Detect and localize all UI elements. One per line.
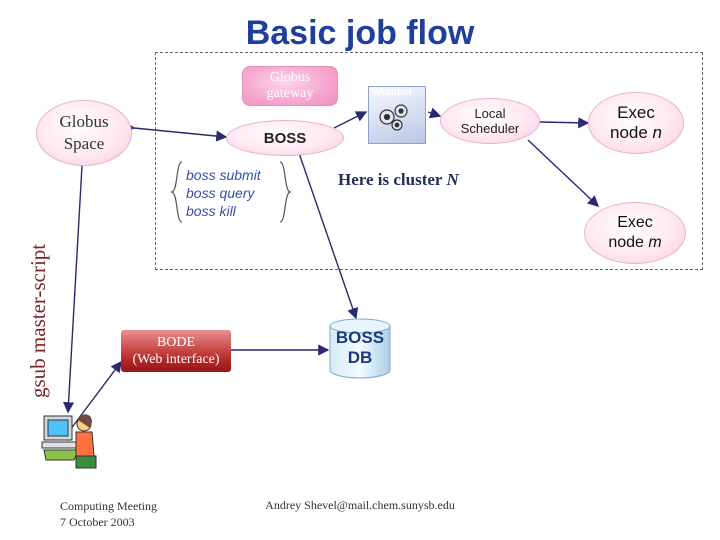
footer-meeting-date: 7 October 2003 <box>60 515 135 529</box>
left-brace <box>170 161 183 223</box>
exec-m-prefix: node <box>608 234 649 251</box>
boss-label: BOSS <box>263 129 307 147</box>
cluster-boundary <box>155 52 703 270</box>
arrow-boss-to-wrapper <box>333 111 368 129</box>
boss-db-line1: BOSS <box>335 328 385 347</box>
wrapper-node <box>368 86 426 144</box>
bode-node: BODE (Web interface) <box>121 330 231 372</box>
globus-gateway-line1: Globus <box>269 70 311 85</box>
exec-n-line1: Exec <box>617 103 655 122</box>
exec-n-prefix: node <box>609 123 653 142</box>
arrow-scheduler-to-exec-n <box>539 117 590 129</box>
command-submit: boss submit <box>186 167 261 183</box>
exec-m-var: m <box>648 234 662 251</box>
arrow-globus-space-to-user <box>62 155 89 414</box>
local-scheduler-line1: Local <box>474 106 506 121</box>
arrow-boss-to-bossdb <box>291 144 359 320</box>
footer-meeting-name: Computing Meeting <box>60 499 157 513</box>
footer-author: Andrey Shevel@mail.chem.sunysb.edu <box>265 498 455 512</box>
boss-db-line2: DB <box>347 348 373 367</box>
arrow-wrapper-to-scheduler <box>427 107 442 119</box>
right-brace <box>279 161 292 223</box>
footer-meeting: Computing Meeting 7 October 2003 <box>60 498 157 530</box>
globus-gateway-line2: gateway <box>266 86 314 101</box>
database-icon <box>329 318 391 379</box>
user-at-computer-icon <box>41 414 97 469</box>
exec-node-m: Exec node m <box>584 202 686 264</box>
exec-n-var: n <box>652 123 662 142</box>
command-query: boss query <box>186 185 255 201</box>
cluster-note-var: N <box>446 170 459 189</box>
bode-line1: BODE <box>156 335 196 350</box>
local-scheduler-line2: Scheduler <box>460 121 520 136</box>
gears-icon <box>379 104 408 131</box>
cluster-note: Here is cluster N <box>338 170 459 190</box>
exec-m-line1: Exec <box>617 214 653 231</box>
page-title: Basic job flow <box>245 14 475 52</box>
command-kill: boss kill <box>186 203 236 219</box>
boss-commands: boss submit boss query boss kill <box>186 166 261 220</box>
cluster-note-text: Here is cluster <box>338 170 447 189</box>
globus-space-line2: Space <box>63 134 105 153</box>
globus-space-line1: Globus <box>59 112 109 131</box>
arrow-globus-space-to-boss <box>123 121 228 142</box>
boss-node: BOSS <box>226 120 344 156</box>
bode-line2: (Web interface) <box>132 352 220 367</box>
gsub-master-script-label: gsub master-script <box>26 243 50 398</box>
wrapper-label: Wrapper <box>372 87 413 98</box>
arrow-scheduler-to-exec-m <box>527 139 600 207</box>
